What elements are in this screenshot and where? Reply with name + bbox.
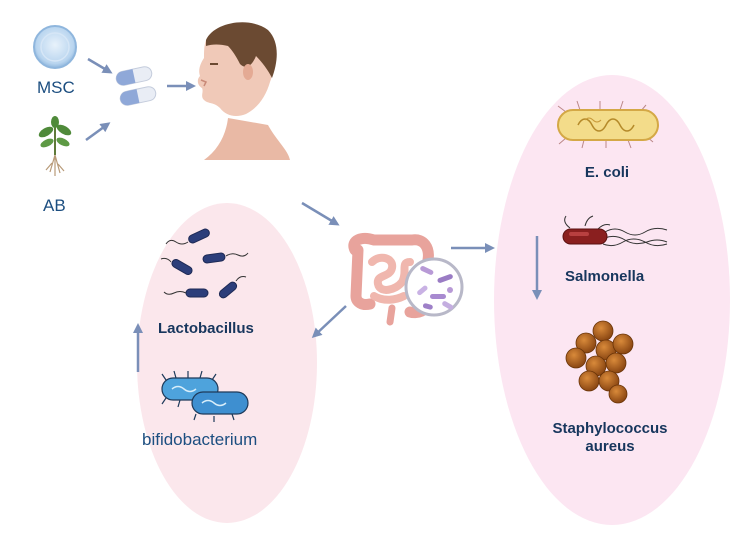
- human-head-icon: [197, 22, 290, 160]
- lactobacillus-icon: [160, 228, 249, 299]
- staphylococcus-icon: [565, 320, 634, 404]
- capsule-icon: [115, 66, 157, 106]
- beneficial-bacteria-region: [137, 203, 317, 523]
- arrow-mouth-to-intestine: [301, 201, 340, 226]
- arrow-msc-to-capsules: [87, 57, 113, 74]
- msc-label: MSC: [37, 78, 75, 97]
- pathogenic-bacteria-region: [494, 75, 730, 525]
- arrow-ab-to-capsules: [85, 122, 111, 142]
- bifidobacterium-icon: [161, 370, 249, 422]
- plant-icon: [38, 116, 72, 176]
- staph-label-line1: Staphylococcus: [552, 420, 668, 437]
- lactobacillus-label: Lactobacillus: [158, 320, 254, 337]
- bifidobacterium-label: bifidobacterium: [142, 430, 258, 449]
- ecoli-label: E. coli: [584, 164, 630, 181]
- ab-label: AB: [43, 196, 66, 215]
- salmonella-label: Salmonella: [565, 268, 645, 285]
- ecoli-icon: [557, 100, 659, 149]
- microbiome-magnifier-icon: [404, 257, 464, 317]
- salmonella-icon: [562, 215, 668, 247]
- arrow-intestine-to-beneficial: [311, 305, 347, 339]
- msc-cell-icon: [33, 25, 77, 69]
- staph-label-line2: aureus: [585, 438, 635, 455]
